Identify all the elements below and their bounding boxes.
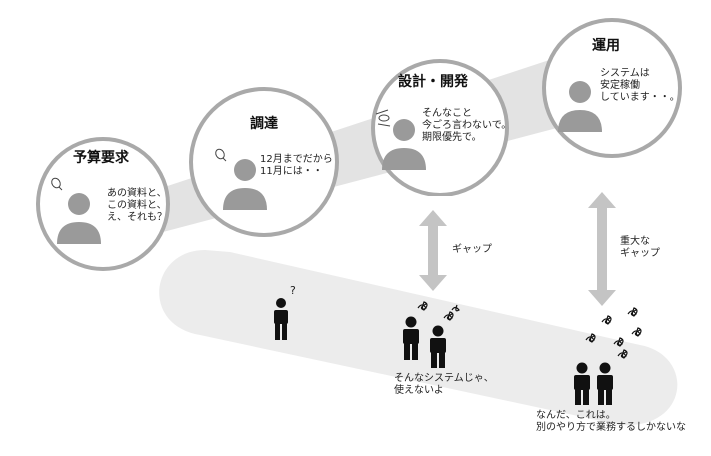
scribble-icon [417, 301, 460, 321]
phase-circle [542, 18, 682, 158]
phase-circle [36, 137, 170, 271]
double-arrow-icon [588, 192, 616, 306]
user-complaint: なんだ、これは。 別のやり方で業務するしかないな [536, 410, 686, 433]
phase-design-development: 設計・開発 そんなこと 今ごろ言わないで。 期限優先で。 [362, 56, 518, 196]
phase-budget-request: 予算要求 あの資料と、 この資料と、 え、それも？ [35, 136, 171, 272]
phase-speech: そんなこと 今ごろ言わないで。 期限優先で。 [422, 108, 512, 143]
speech-bubble-icon [215, 148, 227, 162]
speech-bubble-icon [51, 177, 63, 191]
person-icon [223, 159, 267, 210]
scribble-icon [585, 307, 642, 359]
phase-circle [189, 87, 339, 237]
phase-speech: あの資料と、 この資料と、 え、それも？ [107, 188, 167, 223]
phase-title: 調達 [250, 116, 278, 132]
user-figure-icon [430, 325, 446, 368]
user-figure-icon [403, 316, 419, 360]
speech-bubble-icon [375, 109, 391, 127]
phase-title: 運用 [592, 38, 620, 54]
phase-title: 予算要求 [73, 150, 129, 166]
phase-procurement: 調達 12月までだから 11月には・・ [188, 86, 340, 238]
person-icon [382, 119, 426, 170]
user-figure-icon [597, 362, 613, 405]
phase-speech: システムは 安定稼働 しています・・。 [600, 68, 680, 103]
phase-operation: 運用 システムは 安定稼働 しています・・。 [532, 18, 692, 160]
gap-label-major: 重大な ギャップ [620, 236, 660, 259]
phase-speech: 12月までだから 11月には・・ [260, 154, 333, 177]
person-icon [558, 81, 602, 132]
user-complaint: そんなシステムじゃ、 使えないよ [394, 373, 494, 396]
question-mark: ? [290, 284, 296, 297]
phase-title: 設計・開発 [398, 74, 468, 90]
user-figure-icon [274, 298, 288, 340]
double-arrow-icon [419, 210, 447, 291]
user-figure-icon [574, 362, 590, 405]
gap-label: ギャップ [452, 244, 492, 255]
person-icon [57, 193, 101, 244]
phase-circle [371, 59, 509, 196]
